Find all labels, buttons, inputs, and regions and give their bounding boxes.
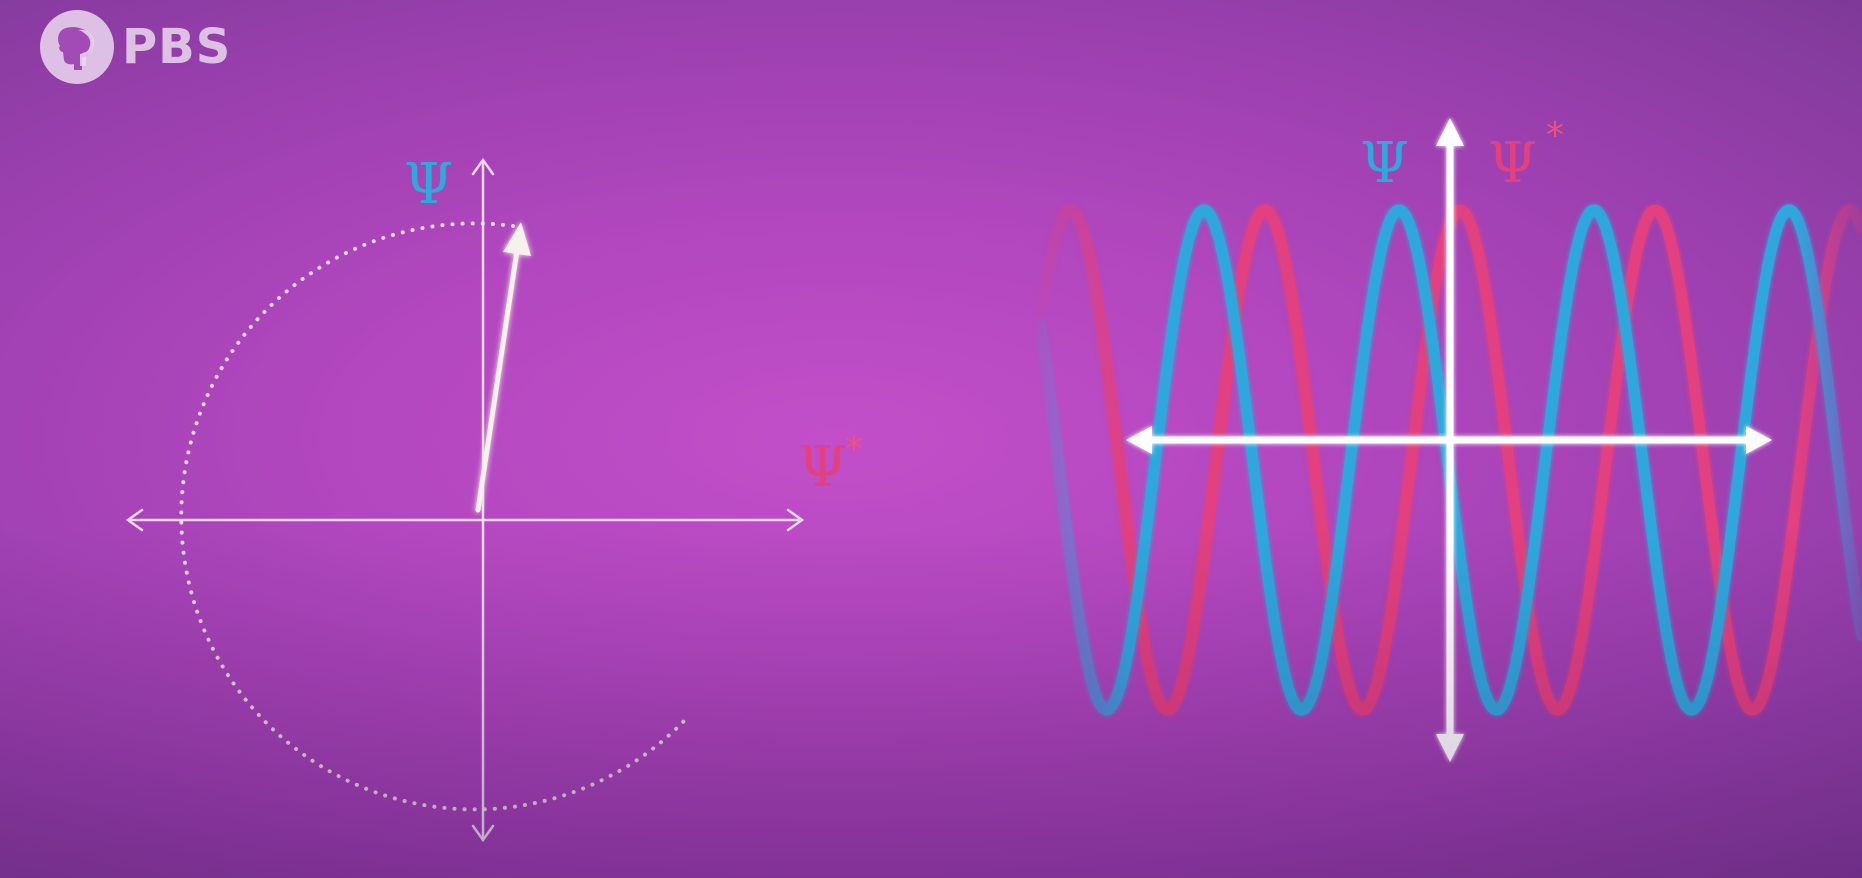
- right-psi-star-label: Ψ: [1488, 131, 1538, 196]
- right-psi-star-asterisk: *: [1546, 115, 1564, 156]
- logo-text: PBS: [122, 19, 232, 75]
- left-psi-label: Ψ: [404, 152, 454, 217]
- pbs-logo: PBS: [38, 8, 231, 86]
- dotted-arc: [179, 221, 687, 812]
- left-horizontal-axis: [125, 508, 805, 532]
- phasor-arrow: [475, 222, 531, 513]
- left-psi-star-asterisk: *: [845, 429, 863, 470]
- left-psi-star-label: Ψ: [798, 435, 848, 500]
- right-vertical-axis: [1436, 118, 1464, 762]
- right-horizontal-axis: [1126, 426, 1772, 454]
- left-vertical-axis: [471, 157, 495, 843]
- right-psi-label: Ψ: [1360, 131, 1410, 196]
- pbs-head-icon: [40, 10, 114, 84]
